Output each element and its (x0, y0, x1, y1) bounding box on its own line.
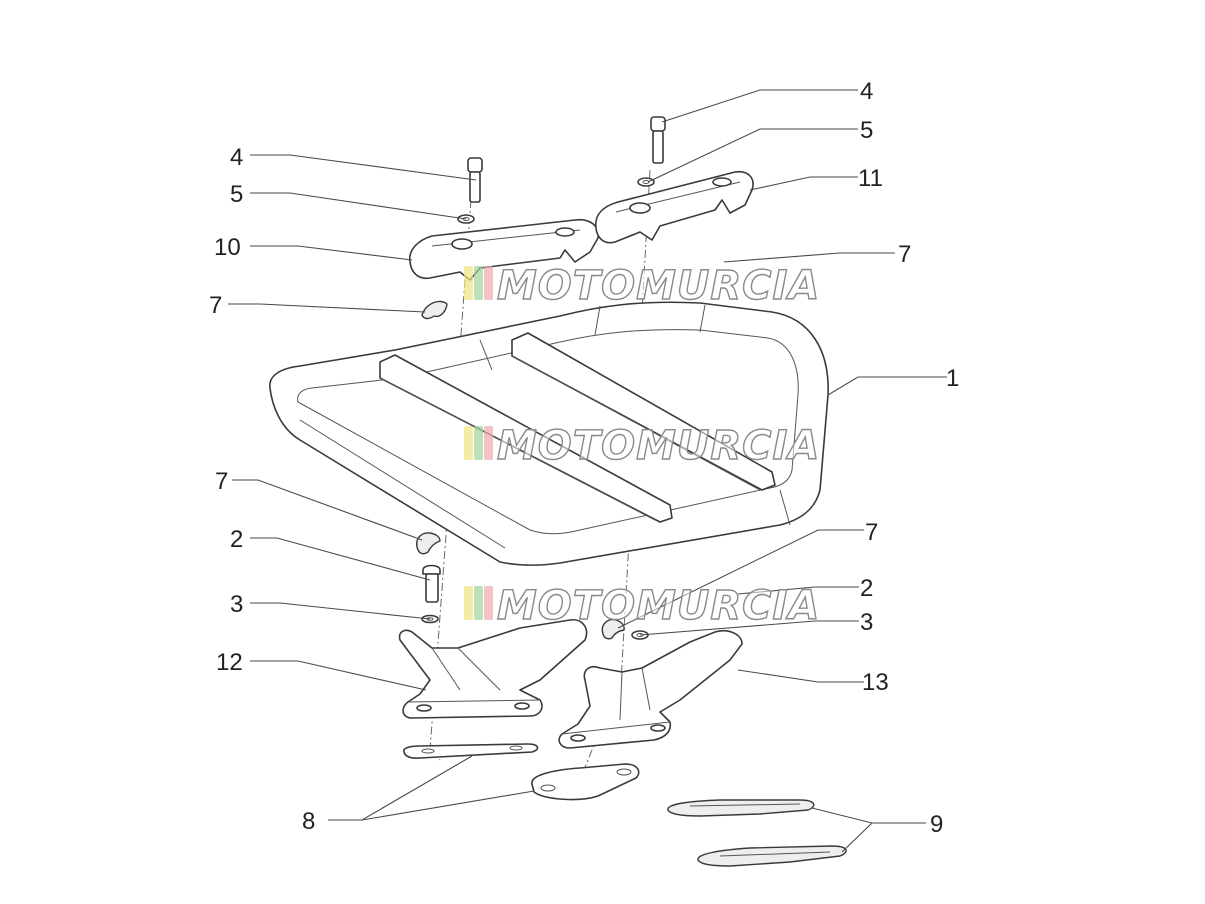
rubber-pad-upper-left (421, 300, 448, 320)
rubber-pad-lower-left (416, 532, 441, 555)
callout-12: 12 (216, 649, 243, 676)
watermark-middle: MOTOMURCIA (464, 422, 820, 470)
callout-7-upper-right: 7 (898, 241, 911, 268)
right-clamp-part (594, 170, 754, 244)
gasket-left (402, 743, 539, 759)
callout-9: 9 (930, 811, 943, 838)
callout-10: 10 (214, 234, 241, 261)
right-bracket-part (558, 629, 743, 749)
watermark-text: MOTOMURCIA (497, 423, 820, 469)
rubber-strip-lower (697, 845, 847, 867)
watermark-bottom: MOTOMURCIA (464, 582, 820, 630)
watermark-stripe-green (474, 586, 483, 620)
callout-4-left: 4 (230, 144, 243, 171)
rubber-pad-lower-right (601, 618, 625, 640)
watermark-text: MOTOMURCIA (497, 263, 820, 309)
upper-washer-right (637, 177, 655, 187)
callout-11: 11 (858, 165, 883, 192)
watermark-stripe-yellow (464, 586, 473, 620)
watermark-stripe-green (474, 426, 483, 460)
callout-7-lower-right: 7 (865, 519, 878, 546)
left-bracket-part (398, 618, 588, 719)
callout-5-left: 5 (230, 181, 243, 208)
watermark-stripe-red (484, 586, 493, 620)
gasket-right (531, 763, 640, 801)
callout-7-upper-left: 7 (209, 292, 222, 319)
upper-bolt-right (650, 116, 666, 164)
watermark-stripe-red (484, 426, 493, 460)
watermark-stripe-red (484, 266, 493, 300)
watermark-stripe-yellow (464, 266, 473, 300)
callout-1: 1 (946, 365, 959, 392)
callout-4-right: 4 (860, 78, 873, 105)
callout-8: 8 (302, 808, 315, 835)
watermark-stripe-yellow (464, 426, 473, 460)
callout-7-lower-left: 7 (215, 468, 228, 495)
watermark-stripe-green (474, 266, 483, 300)
rack-frame-part (269, 301, 829, 566)
left-clamp-part (408, 218, 600, 281)
rubber-strip-upper (667, 799, 815, 817)
callout-5-right: 5 (860, 117, 873, 144)
watermark-top: MOTOMURCIA (464, 262, 820, 310)
lower-screw-left (422, 564, 441, 603)
callout-2-left: 2 (230, 526, 243, 553)
callout-13: 13 (862, 669, 889, 696)
callout-labels: 4 5 10 7 4 5 11 7 1 7 2 3 12 7 2 3 13 8 … (209, 78, 959, 838)
callout-2-right: 2 (860, 575, 873, 602)
callout-3-left: 3 (230, 591, 243, 618)
leader-lines (228, 89, 947, 853)
watermark-text: MOTOMURCIA (497, 583, 820, 629)
callout-3-right: 3 (860, 609, 873, 636)
